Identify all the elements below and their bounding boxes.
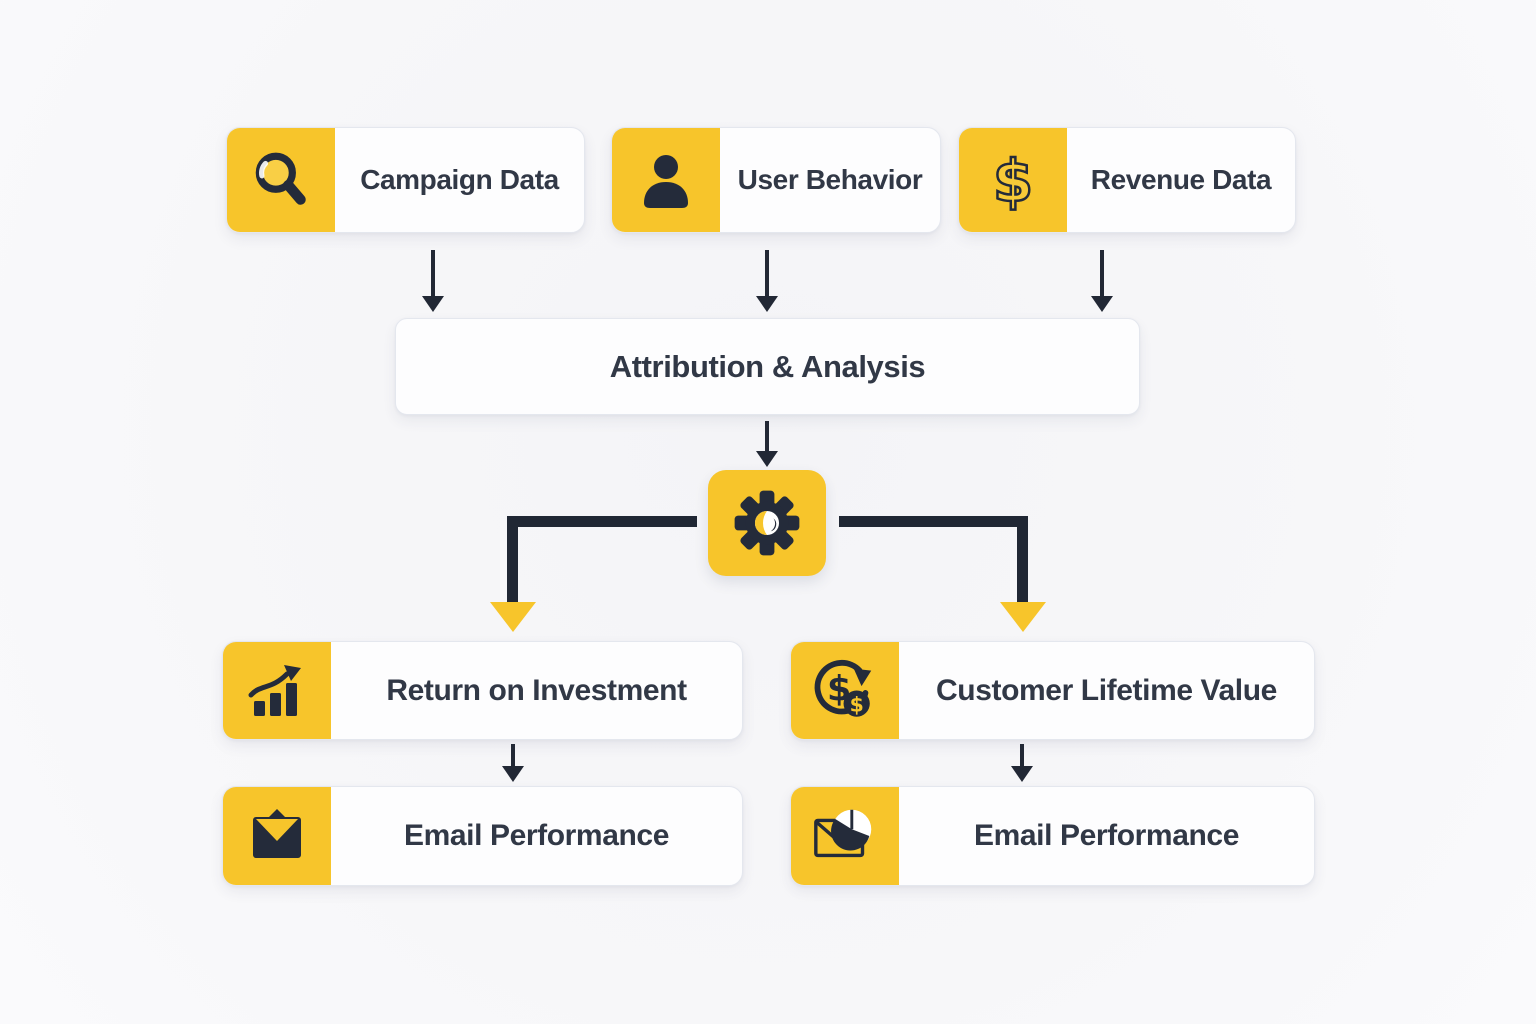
svg-text:$: $ (850, 692, 864, 716)
campaign-data-label: Campaign Data (360, 164, 559, 195)
node-processing-engine (708, 470, 826, 576)
arrow-head-icon (1091, 296, 1113, 312)
branch-line-right-horizontal (839, 516, 1028, 527)
email-right-icon-panel (791, 787, 899, 885)
revenue-data-icon-panel: $ (959, 128, 1067, 232)
arrow-head-icon (756, 451, 778, 467)
arrow-head-icon (502, 766, 524, 782)
arrow-head-icon (1011, 766, 1033, 782)
money-cycle-icon: $ $ (810, 656, 880, 726)
arrow-behavior-to-attribution (756, 250, 778, 312)
branch-line-left-vertical (507, 516, 518, 604)
arrow-clv-to-email (1011, 744, 1033, 782)
email-left-icon-panel (223, 787, 331, 885)
branch-arrowhead-right-icon (1000, 602, 1046, 632)
campaign-data-icon-panel (227, 128, 335, 232)
branch-line-left-horizontal (507, 516, 697, 527)
node-customer-lifetime-value: $ $ Customer Lifetime Value (790, 641, 1315, 740)
clv-icon-panel: $ $ (791, 642, 899, 739)
arrow-head-icon (422, 296, 444, 312)
roi-icon-panel (223, 642, 331, 739)
node-attribution-analysis: Attribution & Analysis (395, 318, 1140, 415)
user-behavior-label: User Behavior (737, 164, 923, 195)
svg-text:$: $ (993, 148, 1033, 212)
node-email-performance-left: Email Performance (222, 786, 743, 886)
node-revenue-data: $ Revenue Data (958, 127, 1296, 233)
node-email-performance-right: Email Performance (790, 786, 1315, 886)
magnifier-icon (248, 147, 314, 213)
arrow-revenue-to-attribution (1091, 250, 1113, 312)
user-behavior-icon-panel (612, 128, 720, 232)
user-icon (634, 148, 698, 212)
arrow-campaign-to-attribution (422, 250, 444, 312)
envelope-pie-icon (810, 801, 880, 871)
arrow-roi-to-email (502, 744, 524, 782)
envelope-icon (245, 804, 309, 868)
email-performance-left-label: Email Performance (404, 819, 669, 852)
node-user-behavior: User Behavior (611, 127, 941, 233)
roi-label: Return on Investment (386, 673, 687, 707)
arrow-attribution-to-engine (756, 421, 778, 467)
arrow-head-icon (756, 296, 778, 312)
branch-line-right-vertical (1017, 516, 1028, 604)
gear-icon (730, 486, 804, 560)
node-campaign-data: Campaign Data (226, 127, 585, 233)
branch-arrowhead-left-icon (490, 602, 536, 632)
node-return-on-investment: Return on Investment (222, 641, 743, 740)
revenue-data-label: Revenue Data (1090, 164, 1272, 195)
clv-label: Customer Lifetime Value (936, 673, 1277, 707)
growth-chart-icon (245, 659, 309, 723)
email-performance-right-label: Email Performance (974, 819, 1239, 852)
dollar-icon: $ (981, 148, 1045, 212)
attribution-analysis-label: Attribution & Analysis (609, 348, 926, 384)
